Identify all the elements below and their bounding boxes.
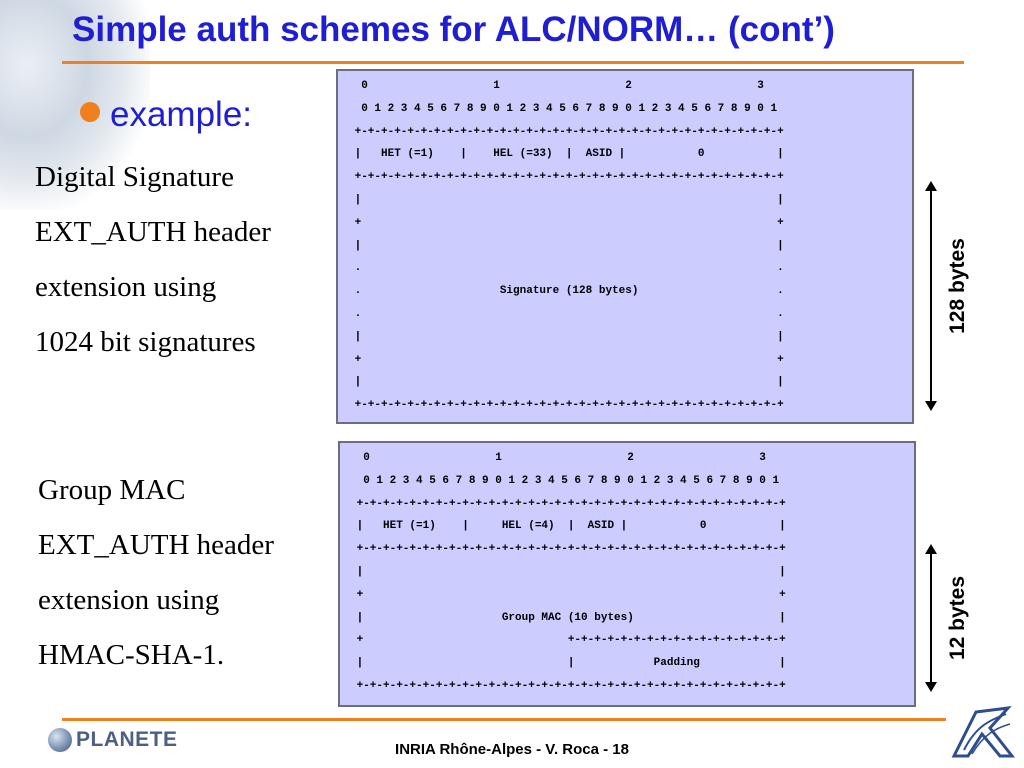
description-line: extension using [38, 584, 220, 616]
size-arrow-128 [925, 181, 937, 411]
signature-header-ascii: 0 1 2 3 0 1 2 3 4 5 6 7 8 9 0 1 2 3 4 5 … [354, 80, 784, 412]
description-line: HMAC-SHA-1. [38, 639, 225, 671]
description-line: extension using [35, 271, 217, 303]
size-label-12: 12 bytes [946, 575, 969, 661]
description-line: Digital Signature [35, 161, 234, 193]
size-label-128: 128 bytes [946, 238, 969, 334]
description-line: EXT_AUTH header [38, 529, 274, 561]
signature-header-diagram: 0 1 2 3 0 1 2 3 4 5 6 7 8 9 0 1 2 3 4 5 … [336, 69, 914, 424]
bullet-label: example: [110, 95, 253, 134]
footer-rule [62, 718, 946, 721]
description-line: EXT_AUTH header [35, 216, 271, 248]
size-arrow-12 [925, 544, 937, 692]
bullet-example: example: [80, 95, 252, 135]
footer-credit: INRIA Rhône-Alpes - V. Roca - 18 [395, 741, 629, 758]
title-underline [62, 61, 964, 64]
globe-icon [48, 728, 72, 752]
description-line: 1024 bit signatures [35, 326, 256, 358]
inria-logo-icon [946, 706, 1018, 762]
description-line: Group MAC [38, 474, 186, 506]
mac-header-ascii: 0 1 2 3 0 1 2 3 4 5 6 7 8 9 0 1 2 3 4 5 … [356, 452, 786, 692]
planete-logo: PLANETE [48, 728, 178, 752]
mac-description: Group MAC EXT_AUTH header extension usin… [38, 463, 274, 683]
background-globe-image [0, 0, 150, 210]
bullet-dot-icon [80, 102, 100, 122]
signature-description: Digital Signature EXT_AUTH header extens… [35, 150, 271, 370]
slide-title: Simple auth schemes for ALC/NORM… (cont’… [72, 10, 835, 49]
mac-header-diagram: 0 1 2 3 0 1 2 3 4 5 6 7 8 9 0 1 2 3 4 5 … [338, 441, 916, 707]
logo-text: PLANETE [76, 728, 178, 751]
